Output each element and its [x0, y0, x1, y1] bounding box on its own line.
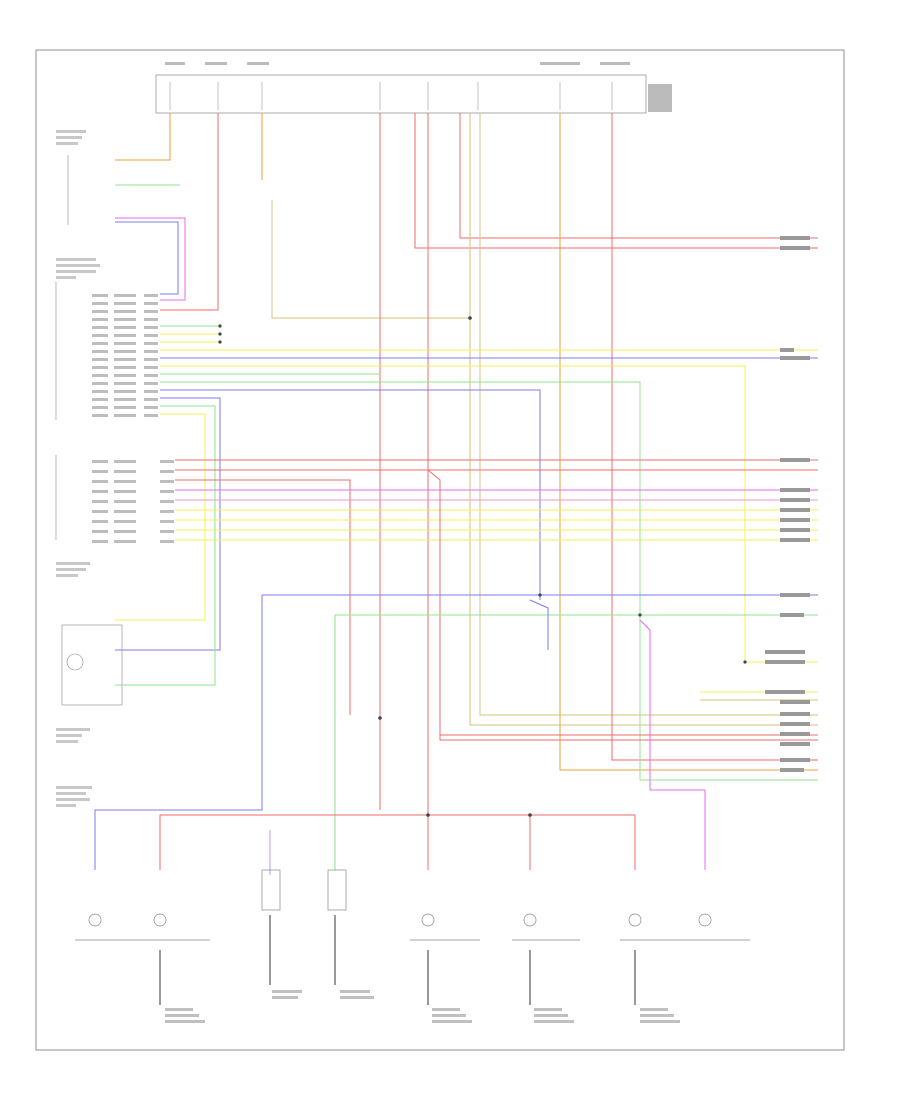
wires	[94, 113, 818, 875]
pin-table-1	[92, 294, 158, 417]
right-connectors	[765, 236, 810, 772]
lamps	[75, 869, 750, 941]
fuse-box	[155, 62, 672, 114]
pin-table-2	[92, 460, 174, 543]
ground-labels	[165, 990, 680, 1023]
ground-drops	[159, 915, 636, 1005]
splice-points	[218, 316, 747, 817]
left-labels	[56, 130, 100, 807]
left-modules	[55, 155, 123, 706]
diagram-frame	[35, 49, 845, 1051]
